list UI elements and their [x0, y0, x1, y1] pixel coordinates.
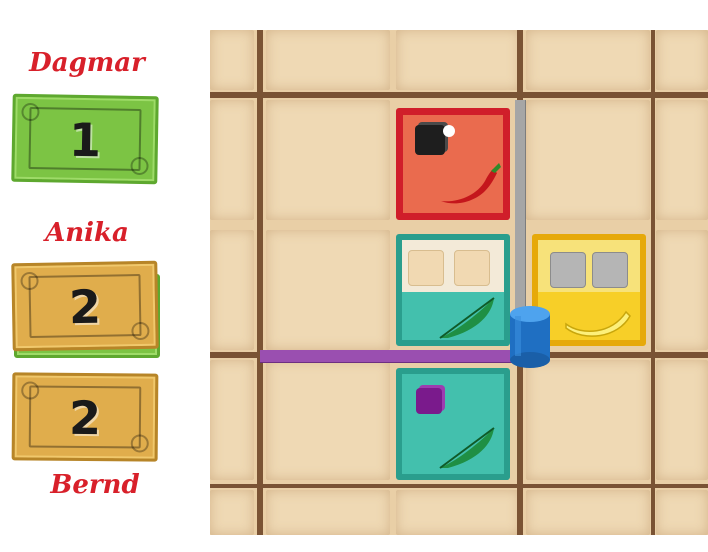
board-cell[interactable]: [396, 30, 520, 90]
player-name-dagmar: Dagmar: [12, 48, 162, 78]
board-cell[interactable]: [656, 100, 708, 220]
board-cell[interactable]: [396, 490, 520, 535]
board-groove: [210, 484, 708, 488]
chili-pepper-icon: [433, 159, 503, 209]
blue-cylinder-marker[interactable]: [505, 302, 555, 372]
player-name-bernd: Bernd: [20, 470, 170, 500]
board-cell[interactable]: [266, 100, 390, 220]
purple-road[interactable]: [260, 350, 512, 362]
purple-cube-icon: [416, 388, 442, 414]
gray-cube-icon: [550, 252, 586, 288]
board-groove: [257, 30, 263, 535]
money-note-bernd: 2: [12, 372, 159, 461]
board-cell[interactable]: [656, 490, 708, 535]
board-cell[interactable]: [656, 230, 708, 350]
gray-cube-icon: [592, 252, 628, 288]
board-cell[interactable]: [210, 100, 254, 220]
beige-cube-icon: [408, 250, 444, 286]
board-cell[interactable]: [266, 490, 390, 535]
money-value: 2: [15, 389, 155, 446]
board-cell[interactable]: [210, 230, 254, 350]
board-groove: [651, 30, 655, 535]
board-cell[interactable]: [656, 30, 708, 90]
crop-tile-teal-2[interactable]: [396, 368, 510, 480]
board-cell[interactable]: [266, 30, 390, 90]
board-cell[interactable]: [656, 360, 708, 480]
board-cell[interactable]: [526, 360, 650, 480]
money-note-dagmar: 1: [11, 94, 159, 185]
money-value: 1: [15, 111, 156, 169]
black-cube-icon: [415, 125, 445, 155]
board-groove: [210, 92, 708, 98]
board-cell[interactable]: [526, 100, 650, 220]
crop-tile-teal[interactable]: [396, 234, 510, 346]
crop-tile-red[interactable]: [396, 108, 510, 220]
board-cell[interactable]: [526, 490, 650, 535]
board-cell[interactable]: [266, 360, 390, 480]
board-cell[interactable]: [526, 30, 650, 90]
green-feather-icon: [434, 292, 504, 342]
board-cell[interactable]: [210, 30, 254, 90]
board-cell[interactable]: [210, 360, 254, 480]
banana-icon: [560, 290, 640, 340]
green-feather-icon: [434, 422, 504, 472]
game-board: [210, 30, 708, 535]
board-cell[interactable]: [210, 490, 254, 535]
money-value: 2: [15, 278, 156, 336]
player-name-anika: Anika: [12, 218, 162, 248]
money-note-anika: 2: [11, 261, 159, 352]
board-cell[interactable]: [266, 230, 390, 350]
beige-cube-icon: [454, 250, 490, 286]
